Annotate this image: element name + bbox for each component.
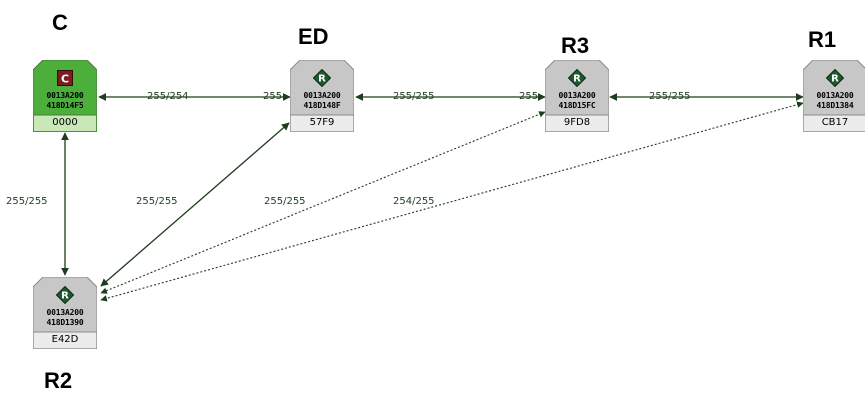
node-mac-high: 0013A200 xyxy=(46,91,84,100)
router-node-shape xyxy=(290,60,354,132)
router-icon: R xyxy=(825,68,845,88)
router-badge-letter: R xyxy=(573,74,581,85)
coordinator-badge-letter: C xyxy=(61,73,69,86)
router-node-r2[interactable]: R 0013A200 418D1390 E42D xyxy=(33,277,97,349)
node-mac-low: 418D148F xyxy=(303,101,341,110)
router-node-shape xyxy=(33,277,97,349)
node-network-id: E42D xyxy=(51,334,79,345)
link-label-ed-r2: 255/255 xyxy=(136,196,178,207)
node-mac-high: 0013A200 xyxy=(303,91,341,100)
link-label-r3-r1: 255/255 xyxy=(649,91,691,102)
node-mac-low: 418D14F5 xyxy=(46,101,84,110)
link-label-r3-r2: 255/255 xyxy=(264,196,306,207)
link-label-ed-r3: 255/255 xyxy=(393,91,435,102)
router-node-r1[interactable]: R 0013A200 418D1384 CB17 xyxy=(803,60,865,132)
router-icon: R xyxy=(55,285,75,305)
node-title-r2: R2 xyxy=(44,368,73,393)
node-network-id: 57F9 xyxy=(309,117,335,128)
link-label-ed-partial: 255 xyxy=(263,91,283,102)
link-label-r3-partial: 255 xyxy=(519,91,539,102)
node-network-id: 9FD8 xyxy=(563,117,591,128)
node-mac-high: 0013A200 xyxy=(558,91,596,100)
router-node-r3[interactable]: R 0013A200 418D15FC 9FD8 xyxy=(545,60,609,132)
coordinator-node-shape xyxy=(33,60,97,132)
node-title-r3: R3 xyxy=(561,33,590,58)
node-mac-high: 0013A200 xyxy=(46,308,84,317)
link-label-c-ed: 255/254 xyxy=(147,91,189,102)
coordinator-node-c[interactable]: C 0013A200 418D14F5 0000 xyxy=(33,60,97,132)
router-node-ed[interactable]: R 0013A200 418D148F 57F9 xyxy=(290,60,354,132)
router-icon: R xyxy=(567,68,587,88)
node-mac-low: 418D1384 xyxy=(816,101,854,110)
node-mac-low: 418D15FC xyxy=(558,101,596,110)
router-node-shape xyxy=(545,60,609,132)
coordinator-icon: C xyxy=(55,68,75,88)
node-title-ed: ED xyxy=(298,24,329,49)
node-network-id: 0000 xyxy=(52,117,78,128)
router-badge-letter: R xyxy=(318,74,326,85)
node-mac-low: 418D1390 xyxy=(46,318,84,327)
link-label-c-r2: 255/255 xyxy=(6,196,48,207)
router-icon: R xyxy=(312,68,332,88)
link-ed-r2 xyxy=(100,122,290,287)
node-title-c: C xyxy=(52,10,68,35)
router-node-shape xyxy=(803,60,865,132)
node-title-r1: R1 xyxy=(808,27,837,52)
node-network-id: CB17 xyxy=(821,117,849,128)
router-badge-letter: R xyxy=(61,291,69,302)
node-mac-high: 0013A200 xyxy=(816,91,854,100)
link-r1-r2 xyxy=(100,101,804,302)
link-label-r1-r2: 254/255 xyxy=(393,196,435,207)
router-badge-letter: R xyxy=(831,74,839,85)
